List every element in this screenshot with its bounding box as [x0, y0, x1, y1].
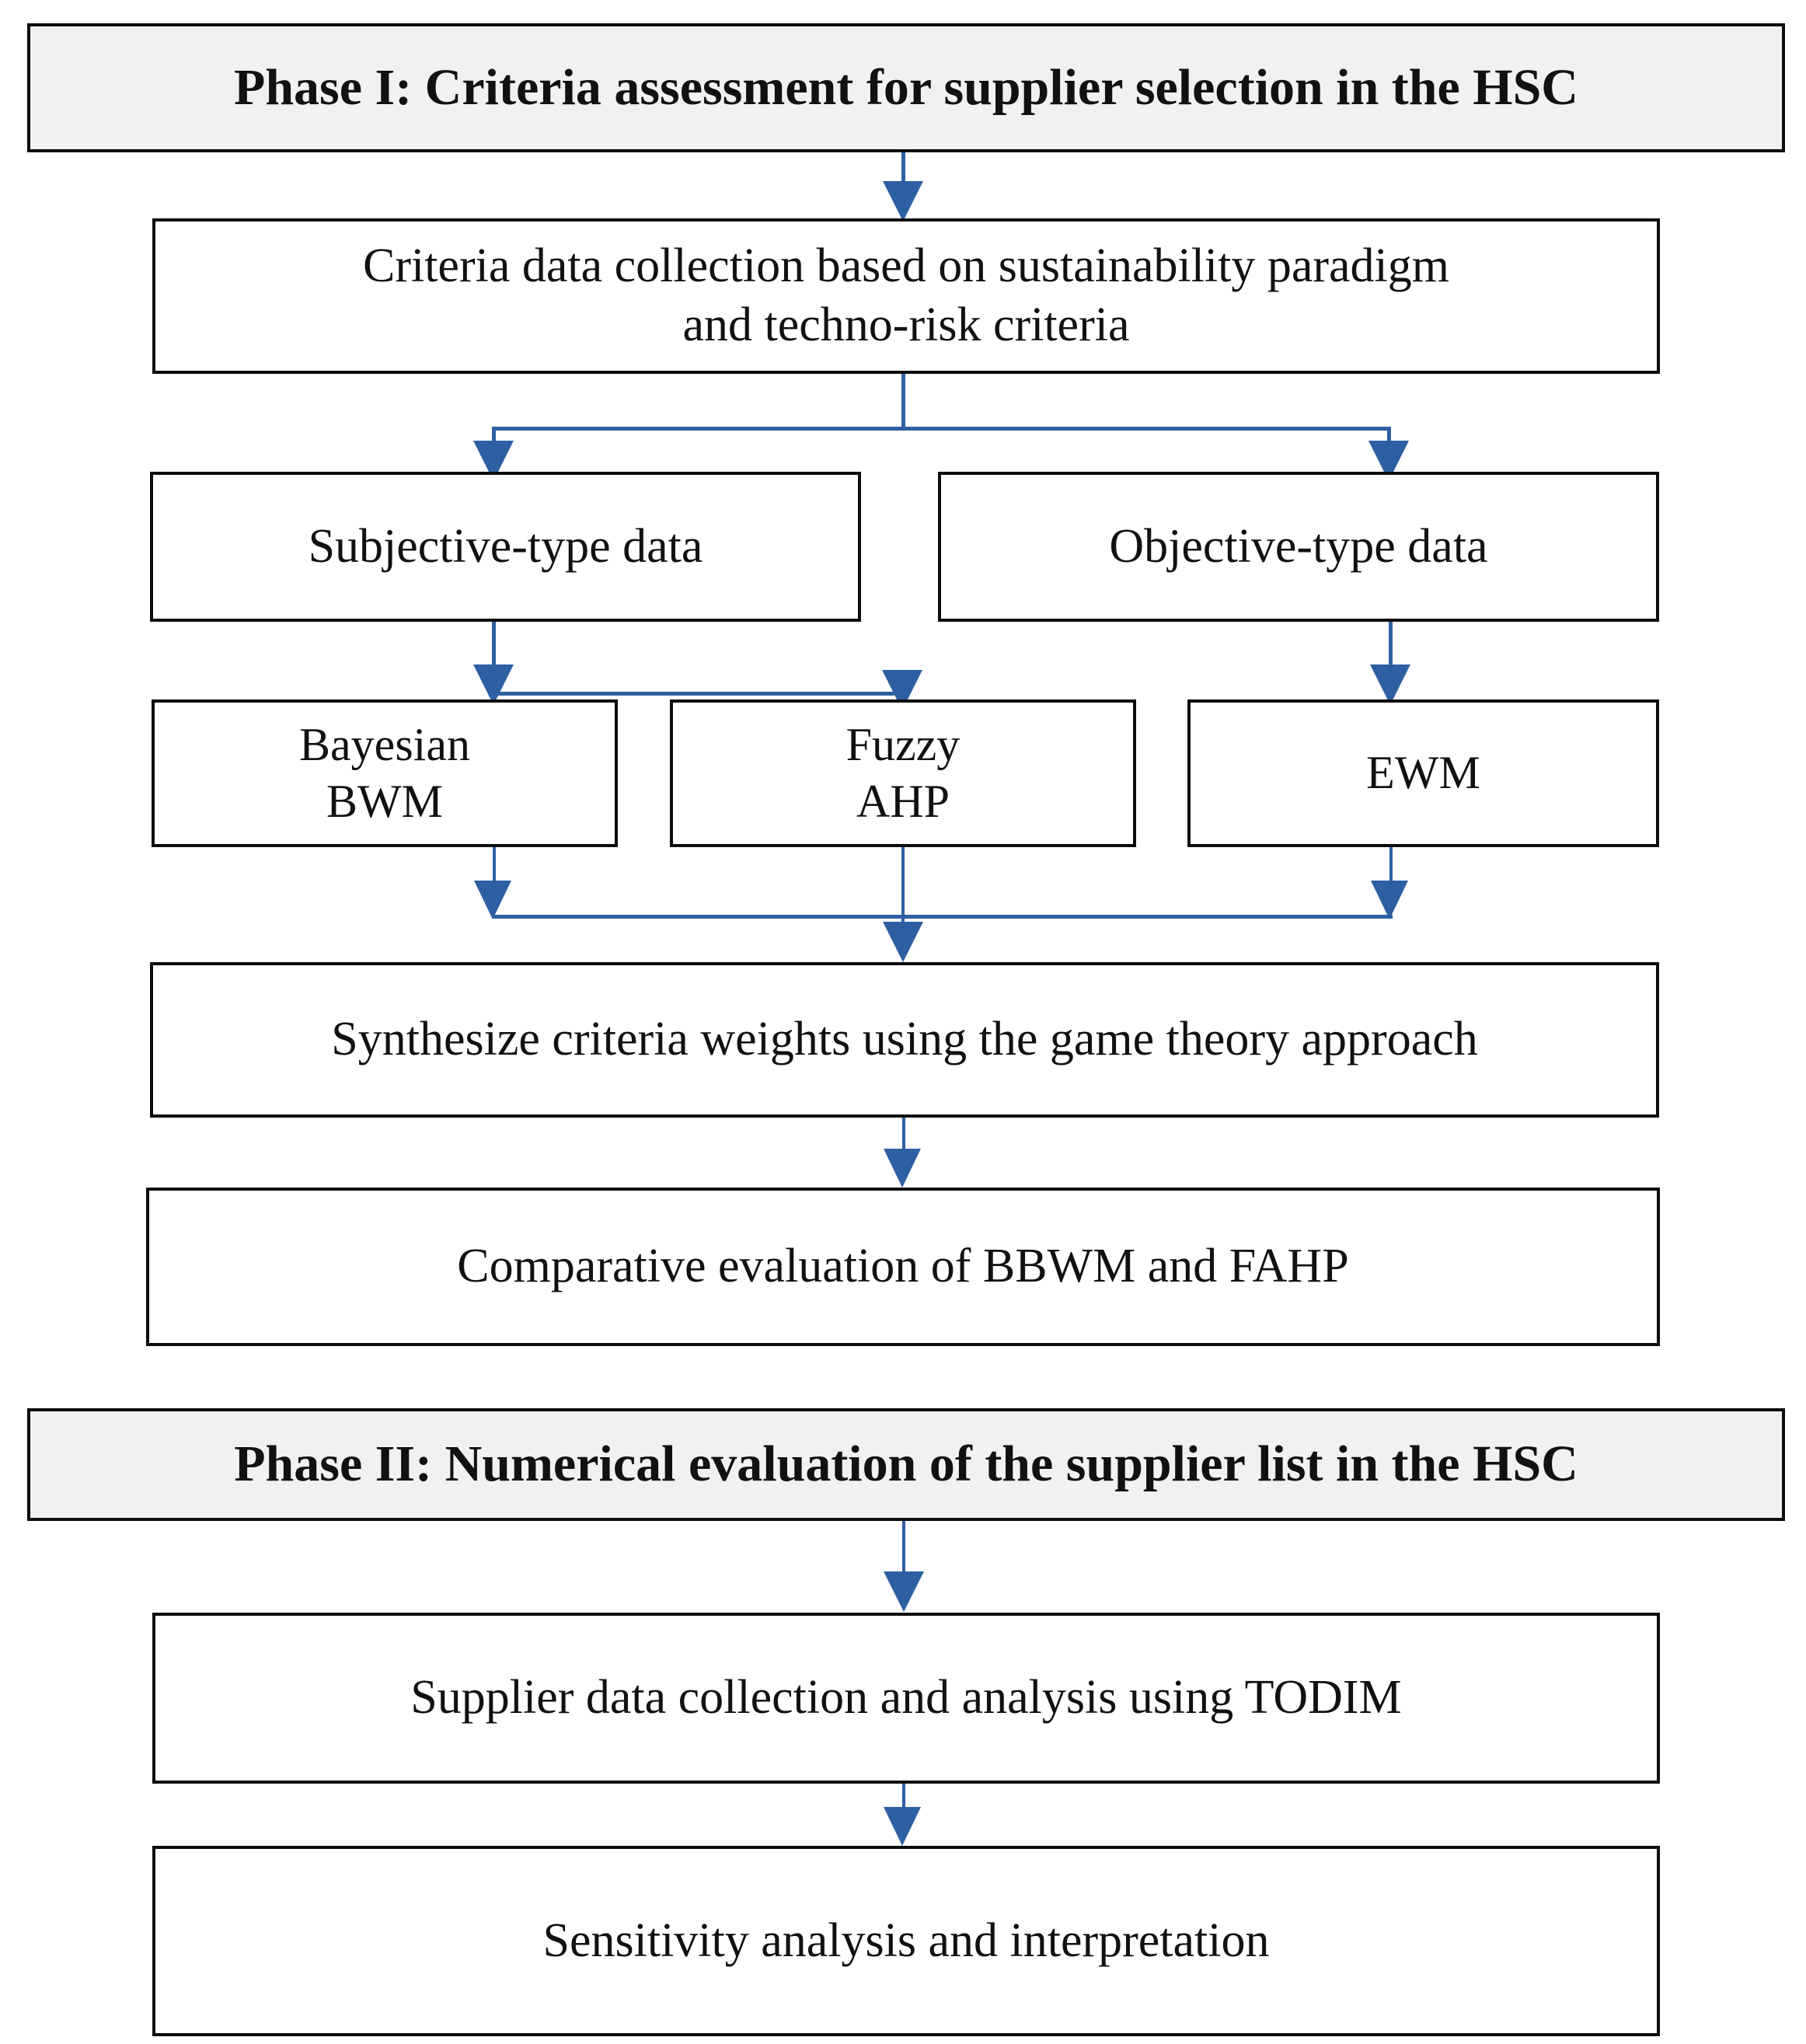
synthesize-weights-node: Synthesize criteria weights using the ga…: [150, 962, 1659, 1118]
ewm-label: EWM: [1366, 747, 1480, 799]
bayesian-bwm-line-1: Bayesian: [299, 718, 470, 770]
comparative-evaluation-node: Comparative evaluation of BBWM and FAHP: [146, 1188, 1660, 1346]
edge-subjective-split-bar: [492, 692, 905, 696]
fuzzy-ahp-line-2: AHP: [856, 776, 950, 827]
arrowhead-objective-to-ewm: [1370, 664, 1410, 705]
edge-criteria-split-bar: [492, 427, 1391, 431]
fuzzy-ahp-label: Fuzzy AHP: [684, 717, 1122, 830]
phase-1-header: Phase I: Criteria assessment for supplie…: [27, 23, 1785, 152]
edge-criteria-stem: [901, 374, 905, 430]
edge-fuzzy-to-synthesize: [901, 847, 905, 948]
arrowhead-ewm-to-merge: [1371, 881, 1408, 919]
phase-2-header: Phase II: Numerical evaluation of the su…: [27, 1408, 1785, 1521]
edge-synthesize-to-comparative: [902, 1118, 905, 1172]
sensitivity-analysis-node: Sensitivity analysis and interpretation: [152, 1846, 1660, 2036]
subjective-type-data-node: Subjective-type data: [150, 472, 861, 622]
arrowhead-todim-to-sensitivity: [884, 1807, 921, 1846]
subjective-type-data-label: Subjective-type data: [308, 519, 703, 573]
bayesian-bwm-node: Bayesian BWM: [152, 699, 618, 847]
sensitivity-analysis-label: Sensitivity analysis and interpretation: [542, 1913, 1270, 1967]
edge-phase1-to-criteria: [901, 152, 905, 191]
edge-bayesian-to-merge: [493, 847, 496, 909]
criteria-data-collection-label: Criteria data collection based on sustai…: [166, 237, 1646, 354]
objective-type-data-node: Objective-type data: [938, 472, 1659, 622]
arrowhead-bayesian-to-merge: [474, 881, 511, 919]
edge-objective-to-ewm: [1389, 622, 1393, 696]
objective-type-data-label: Objective-type data: [1109, 519, 1488, 573]
arrowhead-phase1-to-criteria: [883, 181, 923, 221]
bayesian-bwm-label: Bayesian BWM: [166, 717, 604, 830]
arrowhead-subjective-to-bayesian: [473, 664, 514, 705]
synthesize-weights-label: Synthesize criteria weights using the ga…: [331, 1013, 1478, 1066]
phase-1-header-label: Phase I: Criteria assessment for supplie…: [234, 58, 1578, 116]
arrowhead-merge-to-synthesize: [883, 922, 923, 962]
ewm-node: EWM: [1187, 699, 1659, 847]
criteria-data-collection-node: Criteria data collection based on sustai…: [152, 218, 1660, 374]
fuzzy-ahp-node: Fuzzy AHP: [670, 699, 1136, 847]
bayesian-bwm-line-2: BWM: [326, 776, 443, 827]
comparative-evaluation-label: Comparative evaluation of BBWM and FAHP: [457, 1240, 1349, 1293]
edge-ewm-to-merge: [1389, 847, 1393, 909]
edge-phase2-to-todim: [902, 1521, 905, 1587]
arrowhead-phase2-to-todim: [884, 1571, 924, 1612]
phase-2-header-label: Phase II: Numerical evaluation of the su…: [234, 1435, 1578, 1493]
edge-subjective-stem: [492, 622, 496, 696]
arrowhead-synthesize-to-comparative: [884, 1149, 921, 1188]
edge-methods-merge-bar: [493, 915, 1393, 919]
criteria-line-2: and techno-risk criteria: [682, 298, 1130, 351]
supplier-data-todim-node: Supplier data collection and analysis us…: [152, 1613, 1660, 1784]
criteria-line-1: Criteria data collection based on sustai…: [362, 239, 1450, 293]
supplier-data-todim-label: Supplier data collection and analysis us…: [410, 1671, 1402, 1725]
fuzzy-ahp-line-1: Fuzzy: [845, 718, 961, 770]
